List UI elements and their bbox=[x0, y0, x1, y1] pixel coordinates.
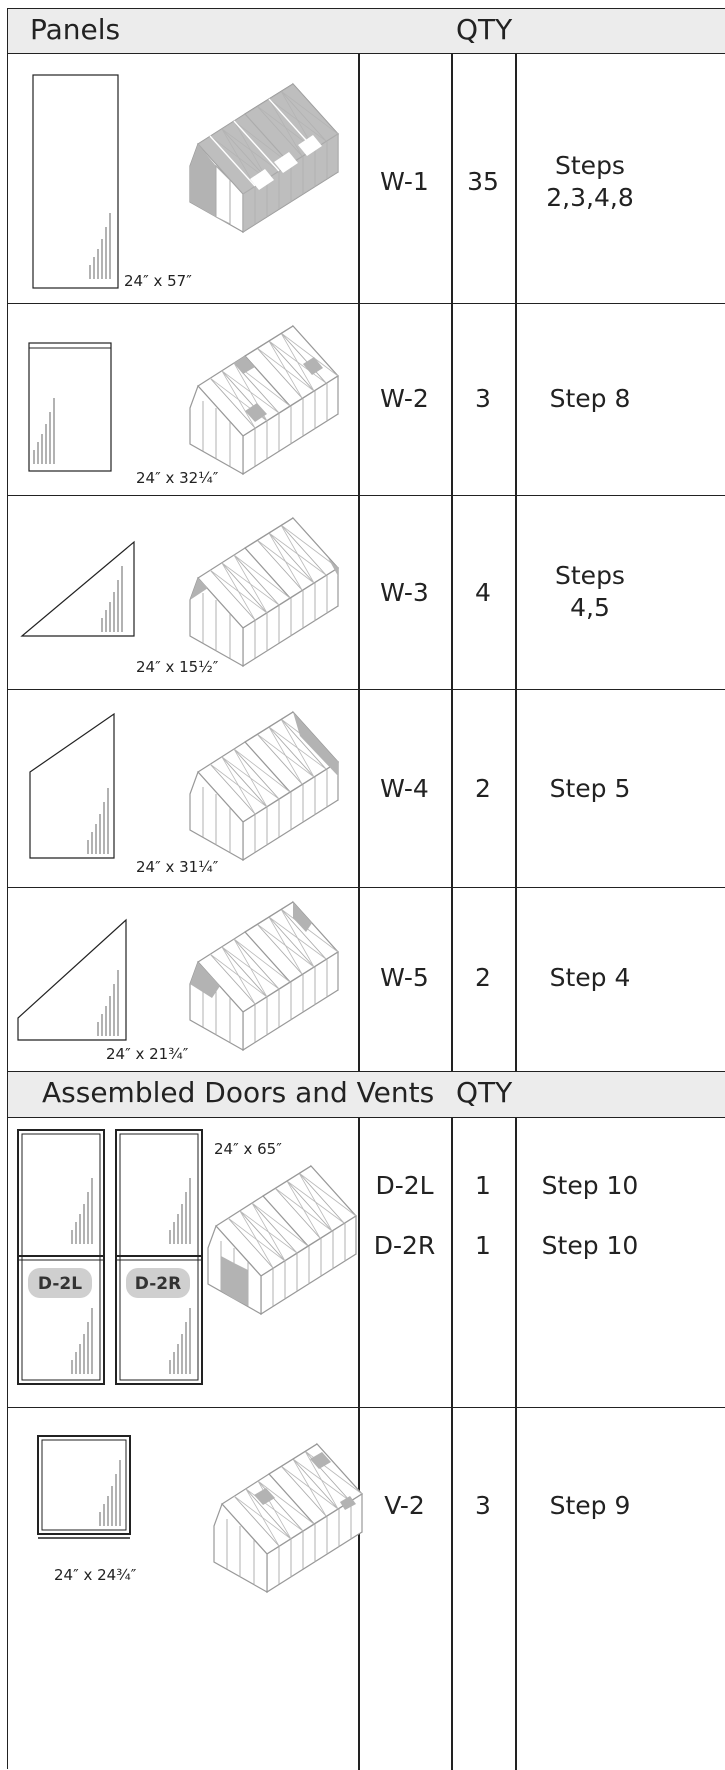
part-qty: 4 bbox=[475, 578, 491, 607]
vent-size-label: 24″ x 24¾″ bbox=[54, 1566, 137, 1584]
part-code: W-2 bbox=[380, 384, 429, 413]
table-row-w-1: 24″ x 57″ W-1 35 Steps 2,3,4,8 bbox=[8, 54, 725, 304]
panel-size-label: 24″ x 21¾″ bbox=[106, 1045, 189, 1063]
part-qty: 1 bbox=[475, 1231, 491, 1260]
part-code: V-2 bbox=[384, 1491, 425, 1520]
table-row-w-3: 24″ x 15½″ W-3 4 Steps 4,5 bbox=[8, 496, 725, 690]
panel-w-2-drawing bbox=[28, 342, 112, 472]
part-steps: Step 5 bbox=[549, 774, 631, 803]
greenhouse-w-5-icon bbox=[189, 901, 339, 1051]
part-qty: 1 bbox=[475, 1171, 491, 1200]
panel-size-label: 24″ x 57″ bbox=[124, 272, 192, 290]
part-code: D-2R bbox=[373, 1231, 436, 1260]
panel-w-1-drawing bbox=[32, 74, 119, 289]
greenhouse-door-icon bbox=[207, 1165, 357, 1315]
panel-w-5-drawing bbox=[17, 918, 127, 1041]
table-row-w-4: 24″ x 31¼″ W-4 2 Step 5 bbox=[8, 690, 725, 888]
door-panels-drawing: D-2L D-2R bbox=[17, 1129, 203, 1385]
greenhouse-w-2-icon bbox=[189, 325, 339, 475]
part-steps: Steps 4,5 bbox=[555, 561, 625, 622]
panel-w-4-drawing bbox=[29, 712, 115, 859]
parts-table: Panels QTY 24″ x 57″ W-1 bbox=[7, 8, 725, 1770]
panel-w-3-drawing bbox=[20, 540, 135, 637]
part-code: W-1 bbox=[380, 167, 429, 196]
qty-header: QTY bbox=[456, 1076, 513, 1109]
panel-size-label: 24″ x 32¼″ bbox=[136, 469, 219, 487]
part-steps: Step 10 bbox=[541, 1231, 639, 1260]
table-row-w-5: 24″ x 21¾″ W-5 2 Step 4 bbox=[8, 888, 725, 1072]
part-qty: 35 bbox=[467, 167, 499, 196]
part-steps: Step 4 bbox=[549, 963, 631, 992]
badge-d-2r: D-2R bbox=[135, 1274, 181, 1294]
door-size-label: 24″ x 65″ bbox=[214, 1140, 282, 1158]
table-row-vent: 24″ x 24¾″ V-2 3 Step 9 bbox=[8, 1408, 725, 1770]
panels-title: Panels bbox=[30, 13, 121, 46]
part-steps: Steps 2,3,4,8 bbox=[546, 151, 634, 212]
table-row-w-2: 24″ x 32¼″ W-2 3 Step 8 bbox=[8, 304, 725, 496]
part-code: W-3 bbox=[380, 578, 429, 607]
table-row-doors: D-2L D-2R 24″ x 65″ D-2L 1 Step 10 D-2R … bbox=[8, 1118, 725, 1408]
vent-v-2-drawing bbox=[37, 1435, 131, 1539]
badge-d-2l: D-2L bbox=[38, 1274, 82, 1294]
greenhouse-w-1-icon bbox=[189, 83, 339, 233]
panel-size-label: 24″ x 15½″ bbox=[136, 658, 219, 676]
qty-header: QTY bbox=[456, 13, 513, 46]
panel-size-label: 24″ x 31¼″ bbox=[136, 858, 219, 876]
part-code: W-4 bbox=[380, 774, 429, 803]
doors-vents-title: Assembled Doors and Vents bbox=[42, 1076, 435, 1109]
greenhouse-w-4-icon bbox=[189, 711, 339, 861]
part-qty: 3 bbox=[475, 1491, 491, 1520]
part-qty: 2 bbox=[475, 963, 491, 992]
part-code: D-2L bbox=[375, 1171, 434, 1200]
greenhouse-vent-icon bbox=[213, 1443, 363, 1593]
part-code: W-5 bbox=[380, 963, 429, 992]
doors-vents-header: Assembled Doors and Vents QTY bbox=[8, 1072, 725, 1118]
part-steps: Step 10 bbox=[541, 1171, 639, 1200]
greenhouse-w-3-icon bbox=[189, 517, 339, 667]
part-qty: 2 bbox=[475, 774, 491, 803]
part-steps: Step 9 bbox=[549, 1491, 631, 1520]
part-qty: 3 bbox=[475, 384, 491, 413]
panels-header: Panels QTY bbox=[8, 9, 725, 54]
part-steps: Step 8 bbox=[549, 384, 631, 413]
